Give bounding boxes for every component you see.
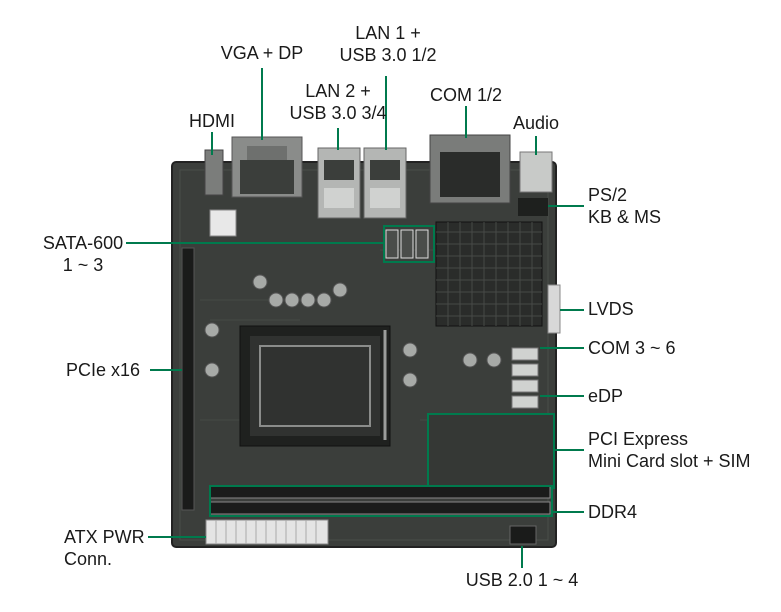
label-com12: COM 1/2 — [429, 85, 503, 105]
label-minicard: PCI Express Mini Card slot + SIM — [588, 429, 751, 471]
minicard-slot — [427, 413, 555, 489]
vga-dp-connector — [231, 136, 303, 198]
aux-power — [209, 209, 237, 237]
label-pcie: PCIe x16 — [66, 360, 141, 380]
ps2-header — [518, 198, 548, 216]
capacitors — [204, 274, 502, 388]
label-lvds: LVDS — [588, 299, 634, 319]
atx-power-conn — [205, 519, 329, 545]
com12-connector — [429, 134, 511, 204]
label-sata: SATA-600 1 ~ 3 — [42, 233, 124, 275]
label-usb2: USB 2.0 1 ~ 4 — [465, 570, 579, 590]
heatsink — [435, 221, 543, 327]
cpu-socket — [239, 325, 391, 447]
pcie-x16-slot — [181, 247, 195, 511]
label-lan1-usb: LAN 1 + USB 3.0 1/2 — [339, 23, 437, 65]
sata-ports — [385, 229, 429, 259]
label-hdmi: HDMI — [189, 111, 235, 131]
label-edp: eDP — [588, 386, 624, 406]
label-ddr4: DDR4 — [588, 502, 638, 522]
com36-headers — [511, 347, 539, 409]
audio-jack — [519, 151, 553, 193]
label-lan2-usb: LAN 2 + USB 3.0 3/4 — [289, 81, 387, 123]
label-vga-dp: VGA + DP — [220, 43, 304, 63]
leader-lines — [126, 68, 584, 568]
lan1-usb-stack — [363, 147, 407, 219]
label-audio: Audio — [512, 113, 560, 133]
hdmi-connector — [204, 149, 224, 196]
lvds-connector — [547, 284, 561, 334]
label-atx: ATX PWR Conn. — [64, 527, 145, 569]
label-com36: COM 3 ~ 6 — [588, 338, 676, 358]
usb20-header — [509, 525, 537, 545]
ddr4-slots — [209, 485, 551, 515]
label-ps2: PS/2 KB & MS — [588, 185, 662, 227]
lan2-usb-stack — [317, 147, 361, 219]
